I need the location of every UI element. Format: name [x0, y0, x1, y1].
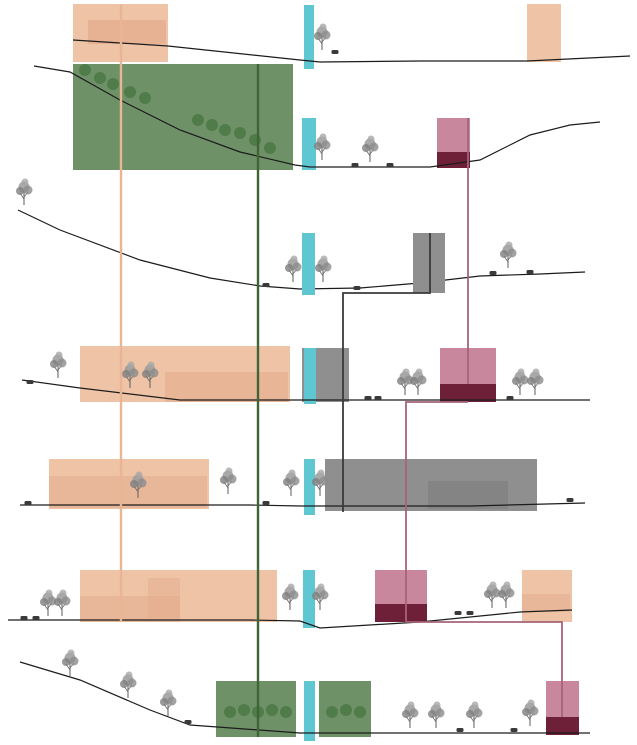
river-marker [302, 233, 315, 295]
residential-block-shade [49, 476, 207, 508]
commercial-base [437, 152, 470, 168]
tree-icon [465, 700, 484, 729]
tree-icon [49, 350, 68, 379]
commercial-base [440, 384, 496, 402]
tree-icon [159, 688, 178, 717]
car-icon [20, 616, 28, 620]
car-icon [26, 380, 34, 384]
river-marker [304, 348, 316, 404]
car-icon [364, 396, 372, 400]
industrial-connector [342, 233, 431, 512]
car-icon [510, 728, 518, 732]
section-3 [15, 177, 586, 295]
tree-icon [361, 134, 380, 163]
car-icon [506, 396, 514, 400]
section-1 [72, 4, 631, 69]
section-6 [8, 570, 573, 629]
section-5 [20, 459, 586, 515]
section-2 [33, 64, 601, 170]
residential-block-shade [88, 20, 166, 44]
car-icon [386, 163, 394, 167]
terrain-line [8, 609, 573, 629]
tree-icon [53, 588, 72, 617]
terrain-line [21, 379, 590, 401]
car-icon [351, 163, 359, 167]
car-icon [566, 498, 574, 502]
car-icon [353, 286, 361, 290]
river-marker [304, 5, 314, 69]
tree-icon [61, 648, 80, 677]
terrain-line [72, 39, 631, 63]
tree-icon [281, 582, 300, 611]
tree-icon [526, 367, 545, 396]
industrial-block [413, 233, 445, 293]
section-7 [19, 648, 590, 741]
river-marker [302, 118, 316, 170]
tree-icon [314, 254, 333, 283]
car-icon [454, 611, 462, 615]
tree-icon [427, 700, 446, 729]
car-icon [466, 611, 474, 615]
residential-block-shade [80, 596, 180, 622]
car-icon [184, 720, 192, 724]
car-icon [526, 270, 534, 274]
section-4 [21, 346, 590, 404]
tree-icon [483, 580, 502, 609]
car-icon [374, 396, 382, 400]
commercial-connector [406, 621, 563, 717]
tree-icon [521, 698, 540, 727]
car-icon [262, 501, 270, 505]
industrial-block-shade [428, 481, 508, 509]
connectors [119, 4, 563, 737]
tree-icon [39, 588, 58, 617]
car-icon [32, 616, 40, 620]
terrain-line [33, 65, 601, 168]
tree-icon [499, 240, 518, 269]
terrain-line [17, 209, 586, 290]
tree-icon [497, 580, 516, 609]
car-icon [262, 283, 270, 287]
car-icon [331, 50, 339, 54]
car-icon [489, 271, 497, 275]
tree-icon [313, 22, 332, 51]
commercial-base [375, 604, 427, 622]
tree-icon [511, 367, 530, 396]
tree-icon [313, 132, 332, 161]
river-marker [303, 570, 315, 628]
car-icon [24, 501, 32, 505]
commercial-connector [405, 401, 468, 622]
tree-icon [15, 177, 34, 206]
tree-icon [282, 468, 301, 497]
tree-icon [284, 254, 303, 283]
residential-block-shade [165, 372, 288, 402]
river-marker [304, 459, 315, 515]
car-icon [456, 728, 464, 732]
tree-icon [409, 367, 428, 396]
river-marker [304, 681, 315, 741]
tree-icon [219, 466, 238, 495]
commercial-base [546, 717, 579, 735]
residential-block [527, 4, 561, 62]
tree-icon [401, 700, 420, 729]
residential-block-shade [148, 578, 180, 618]
terrain-line [19, 661, 590, 734]
residential-block-shade [522, 594, 570, 612]
forest-block [73, 64, 293, 170]
tree-icon [119, 670, 138, 699]
